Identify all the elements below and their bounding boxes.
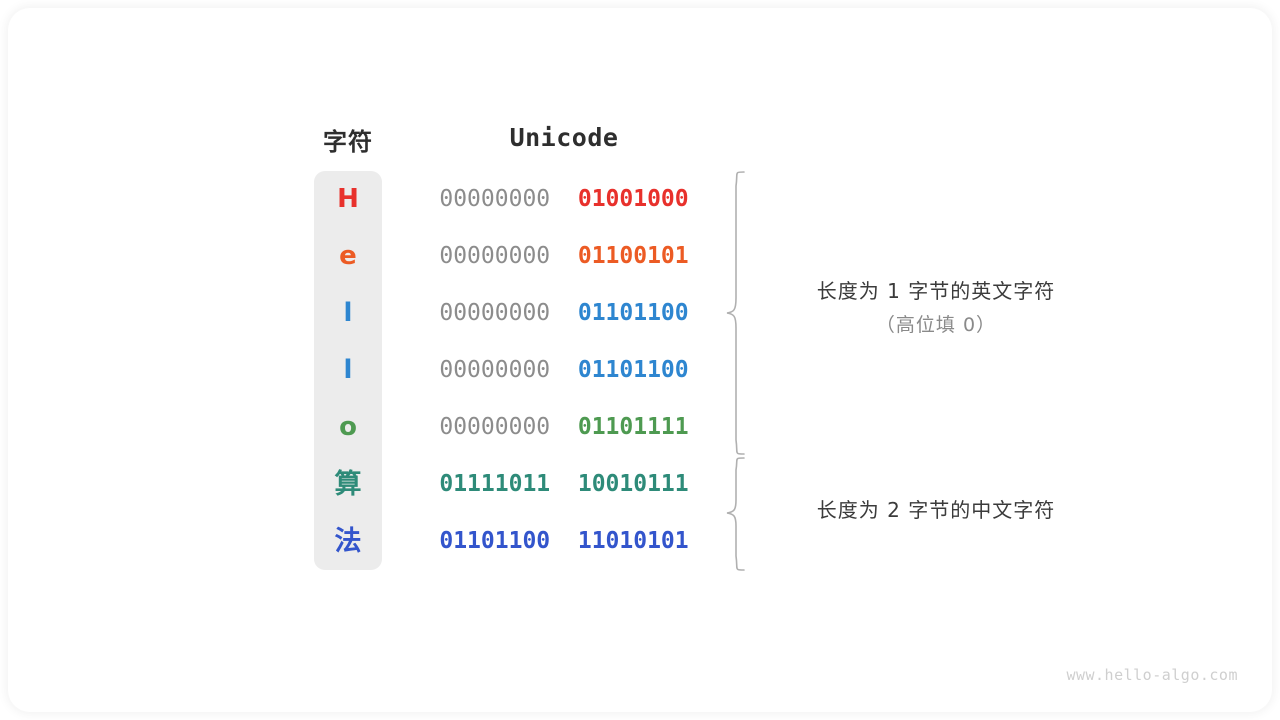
unicode-low-byte: 10010111 [577,471,689,497]
annotation-one-byte-main: 长度为 1 字节的英文字符 [816,279,1056,303]
annotation-two-byte-main: 长度为 2 字节的中文字符 [816,498,1056,522]
character-column-background [314,171,382,570]
unicode-bits-cell: 00000000 01101100 [424,285,704,342]
brace-one-byte-group [726,168,754,463]
unicode-high-byte: 00000000 [439,357,551,383]
character-cell: l [343,355,353,385]
unicode-high-byte: 00000000 [439,300,551,326]
unicode-low-byte: 01101100 [577,357,689,383]
annotation-one-byte-sub: （高位填 0） [875,314,997,336]
column-header-unicode: Unicode [509,123,619,152]
unicode-high-byte: 00000000 [439,414,551,440]
unicode-bits-cell: 01101100 11010101 [424,513,704,570]
character-cell: 法 [334,526,362,557]
column-header-character: 字符 [323,129,373,156]
unicode-low-byte: 01101111 [577,414,689,440]
character-cell: l [343,298,353,328]
unicode-bits-cell: 01111011 10010111 [424,456,704,513]
unicode-bits-cell: 00000000 01001000 [424,171,704,228]
unicode-low-byte: 01001000 [577,186,689,212]
unicode-bits-cell: 00000000 01101100 [424,342,704,399]
watermark-url: www.hello-algo.com [1066,666,1238,684]
character-cell: o [339,412,357,442]
annotation-one-byte: 长度为 1 字节的英文字符 （高位填 0） [776,274,1096,342]
unicode-high-byte: 00000000 [439,186,551,212]
unicode-low-byte: 01100101 [577,243,689,269]
unicode-high-byte: 01111011 [439,471,551,497]
annotation-two-byte: 长度为 2 字节的中文字符 [776,493,1096,527]
character-cell: 算 [334,469,362,500]
unicode-low-byte: 11010101 [577,528,689,554]
character-cell: e [339,241,357,271]
unicode-high-byte: 01101100 [439,528,551,554]
brace-two-byte-group [726,454,754,579]
character-cell: H [337,184,359,214]
unicode-bits-cell: 00000000 01100101 [424,228,704,285]
unicode-high-byte: 00000000 [439,243,551,269]
diagram-card: 字符 Unicode H 00000000 01001000 e 00000000 0… [8,8,1272,712]
unicode-low-byte: 01101100 [577,300,689,326]
unicode-bits-cell: 00000000 01101111 [424,399,704,456]
